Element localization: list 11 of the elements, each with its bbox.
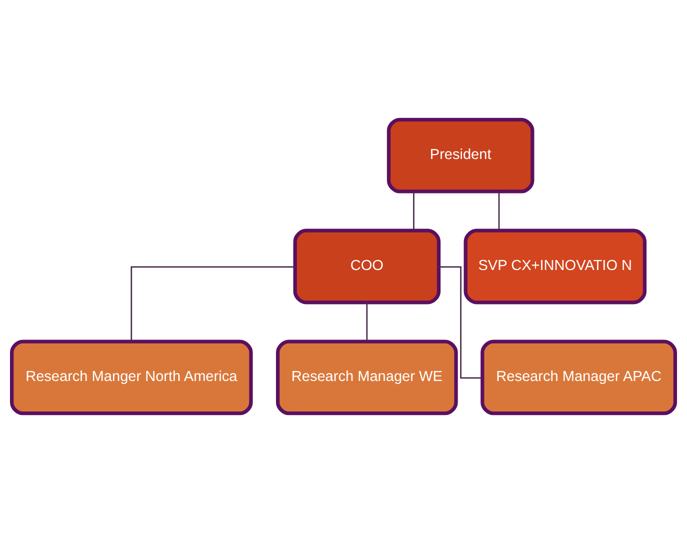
node-box: Research Manager APAC xyxy=(480,340,677,416)
node-box: Research Manger North America xyxy=(10,340,253,416)
connector xyxy=(438,266,482,379)
connector xyxy=(498,192,500,230)
node-box: Research Manager WE xyxy=(276,340,458,416)
connector xyxy=(413,192,414,230)
node-box: COO xyxy=(293,228,441,304)
node-box: SVP CX+INNOVATIO N xyxy=(464,228,647,304)
connector xyxy=(130,266,295,342)
connector xyxy=(366,302,368,342)
node-box: President xyxy=(386,118,534,194)
